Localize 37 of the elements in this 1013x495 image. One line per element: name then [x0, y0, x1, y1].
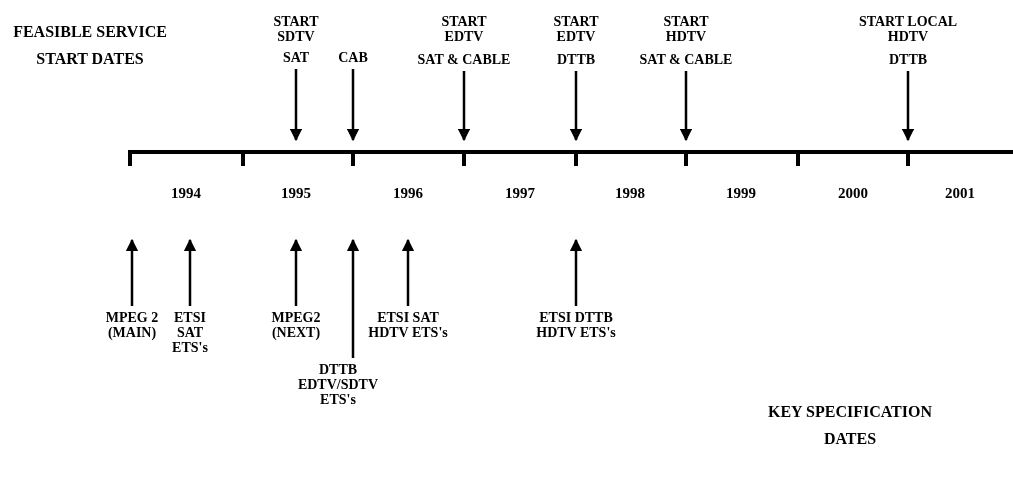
milestone-label: CAB: [333, 50, 373, 65]
heading: START SDTV: [272, 14, 320, 44]
arrow: [457, 71, 471, 142]
arrow: [679, 71, 693, 142]
milestone-label: DTTB EDTV/SDTV ETS's: [293, 362, 383, 407]
year-label: 1999: [725, 186, 757, 201]
arrow: [183, 238, 197, 306]
arrow: [289, 238, 303, 306]
milestone-label: DTTB: [556, 52, 596, 67]
year-label: 1998: [614, 186, 646, 201]
milestone-label: SAT: [276, 50, 316, 65]
heading: FEASIBLE SERVICE START DATES: [12, 22, 168, 69]
arrow: [346, 238, 360, 358]
service-heading: START LOCAL HDTV: [858, 14, 958, 44]
year-label: 1996: [392, 186, 424, 201]
arrow: [569, 238, 583, 306]
heading: KEY SPECIFICATION DATES: [767, 402, 933, 449]
year-label: 2000: [837, 186, 869, 201]
milestone-label: MPEG2 (NEXT): [261, 310, 331, 340]
arrow: [901, 71, 915, 142]
service-heading: START EDTV: [440, 14, 488, 44]
service-heading: START EDTV: [552, 14, 600, 44]
arrow: [569, 71, 583, 142]
milestone-label: SAT & CABLE: [417, 52, 511, 67]
year-label: 2001: [944, 186, 976, 201]
year-label: 1997: [504, 186, 536, 201]
milestone-label: DTTB: [888, 52, 928, 67]
arrow: [125, 238, 139, 306]
year-label: 1994: [170, 186, 202, 201]
milestone-label: ETSI SAT HDTV ETS's: [363, 310, 453, 340]
arrow: [401, 238, 415, 306]
milestone-label: ETSI DTTB HDTV ETS's: [531, 310, 621, 340]
arrow: [289, 69, 303, 142]
service-heading: START HDTV: [662, 14, 710, 44]
year-label: 1995: [280, 186, 312, 201]
milestone-label: SAT & CABLE: [639, 52, 733, 67]
arrow: [346, 69, 360, 142]
